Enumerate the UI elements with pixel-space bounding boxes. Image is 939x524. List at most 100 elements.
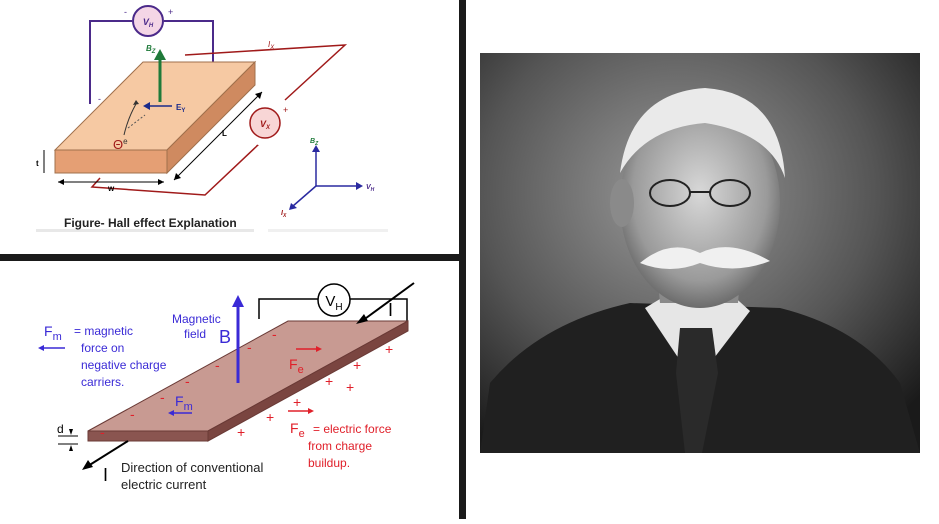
axis-bz-label: BZ [310,138,319,147]
portrait-ear [610,179,634,227]
electron-path [123,103,137,136]
portrait-image [480,53,920,453]
portrait-tie [676,328,718,453]
electron-symbol: Θe [113,137,128,152]
hall-force-diagram-panel: VH I I Magnetic field B Fm = magnetic fo… [0,261,459,519]
minus-charge: - [247,339,252,355]
minus-charge: - [215,357,220,373]
fm-slab-symbol: Fm [175,393,193,413]
hall-minus-sign: - [124,7,127,17]
slab-side-face [166,60,256,175]
electron-path-arrowhead [133,100,139,105]
vh-voltmeter-label: VH [325,293,342,313]
fm-legend-line-4: carriers. [81,375,124,389]
ix-label: IX [268,40,275,51]
current-bottom-label: I [103,465,108,485]
axis-ix-label: IX [281,210,287,219]
b-symbol: B [219,327,231,347]
hall-effect-figure: VH - + - + VX + - IX BZ EY Θe t w L BZ V… [36,5,388,232]
positive-charges: + + + + + + + [237,341,393,440]
fe-legend-line-3: buildup. [308,456,350,470]
axis-x-arrowhead [289,203,297,210]
direction-caption-line-2: electric current [121,477,207,492]
current-in-line [361,282,415,322]
fm-legend-line-1: = magnetic [74,324,133,338]
slab-side-face [207,320,409,442]
direction-caption-line-1: Direction of conventional [121,460,263,475]
fe-slab-symbol: Fe [289,356,304,376]
axis-z-arrowhead [312,145,320,152]
current-voltmeter-label: VX [260,119,271,131]
d-arrow-up [69,445,73,451]
plus-charge: + [266,409,274,425]
caption-underline [36,229,254,232]
current-wire-top [184,44,348,101]
axis-x [292,185,317,207]
current-out-line [87,440,129,467]
length-arrow-bottom [174,173,181,180]
length-line [173,91,263,181]
fm-legend-arrowhead [38,345,44,351]
plus-charge: + [325,373,333,389]
vx-plus-sign: + [283,105,288,115]
slab-left-minus: - [98,94,101,104]
width-label: w [107,184,115,193]
magnetic-field-label-1: Magnetic [172,312,221,326]
slab-front-face [87,430,209,442]
hall-wire-left [89,20,132,104]
portrait-mustache [640,247,770,269]
fm-legend-line-2: force on [81,341,124,355]
current-voltmeter [249,107,281,139]
horizontal-divider [0,254,459,261]
d-arrow-down [69,429,73,435]
portrait-hair [620,88,785,178]
fe-legend-line-2: from charge [308,439,372,453]
portrait-photo [480,53,920,453]
hall-voltmeter-label: VH [143,17,154,29]
negative-charges: - - - - - - - [100,326,277,440]
vx-minus-sign: - [256,140,259,150]
length-arrow-top [255,92,262,99]
axis-h-arrowhead [356,182,363,190]
fe-legend-arrowhead [308,408,314,414]
slab-front-face [54,149,168,174]
fe-slab-arrowhead [316,346,322,352]
fe-legend-line-1: = electric force [313,422,392,436]
length-label: L [222,129,227,138]
electron-dashed-path [127,114,146,129]
minus-charge: - [185,373,190,389]
fm-legend-line-3: negative charge [81,358,167,372]
plus-charge: + [353,357,361,373]
current-top-label: I [388,300,393,320]
vh-wire-left [258,298,318,319]
ey-arrowhead [143,102,150,110]
minus-charge: - [100,424,105,440]
current-out-arrowhead [82,460,93,470]
width-arrow-left [58,179,64,185]
bz-label: BZ [146,44,156,55]
thickness-label: t [36,159,39,168]
plus-charge: + [293,394,301,410]
minus-charge: - [130,406,135,422]
caption-underline-right [268,229,388,232]
minus-charge: - [160,389,165,405]
fm-slab-arrowhead [168,410,174,416]
plus-charge: + [385,341,393,357]
fe-legend-symbol: Fe [290,420,305,440]
b-field-arrowhead [232,295,244,307]
current-in-arrowhead [356,314,368,324]
hall-voltmeter [132,5,164,37]
vertical-divider [459,0,466,519]
width-arrow-right [158,179,164,185]
figure-caption: Figure- Hall effect Explanation [64,216,237,230]
hall-effect-figure-panel: VH - + - + VX + - IX BZ EY Θe t w L BZ V… [0,0,459,254]
d-label: d [57,422,64,436]
fm-legend-symbol: Fm [44,323,62,343]
hall-plus-sign: + [168,7,173,17]
magnetic-field-label-2: field [184,327,206,341]
ey-label: EY [176,103,185,114]
axis-vh-label: VH [366,184,375,193]
vh-voltmeter [317,283,351,317]
minus-charge: - [272,326,277,342]
plus-charge: + [237,424,245,440]
